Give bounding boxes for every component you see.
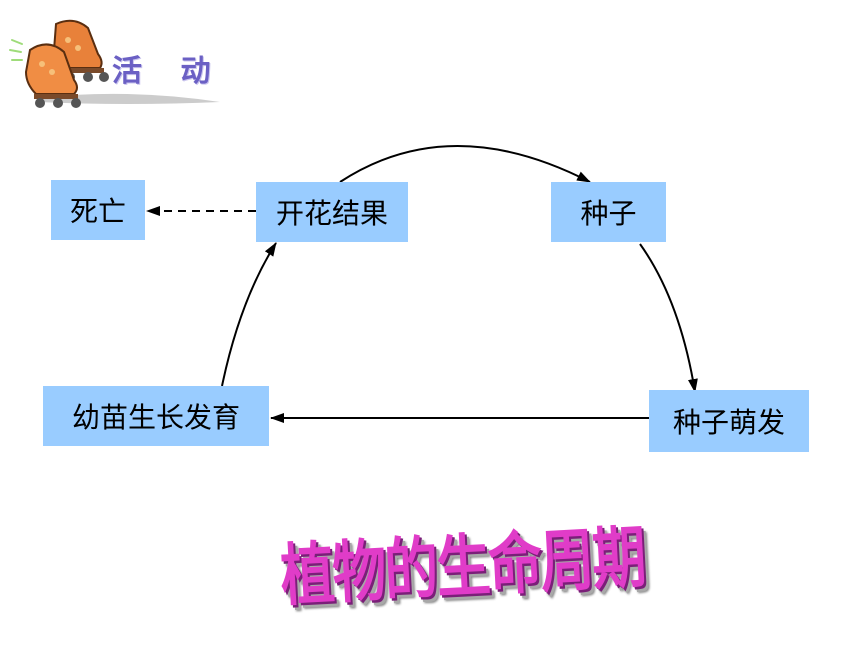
node-germination: 种子萌发 <box>649 390 809 452</box>
node-death: 死亡 <box>51 180 145 240</box>
arrow-seedling-to-flower <box>221 242 277 387</box>
diagram-title: 植物的生命周期 <box>278 517 647 616</box>
node-flower-fruit: 开花结果 <box>256 182 408 242</box>
arrow-seed-to-germination <box>639 243 698 393</box>
node-seed: 种子 <box>551 182 666 242</box>
node-seedling: 幼苗生长发育 <box>43 386 269 446</box>
activity-label: 活 动 <box>112 54 225 89</box>
arrow-flower-to-seed <box>339 145 591 183</box>
diagram-title-container: 植物的生命周期 <box>269 490 655 630</box>
roller-skates-icon <box>9 19 220 108</box>
